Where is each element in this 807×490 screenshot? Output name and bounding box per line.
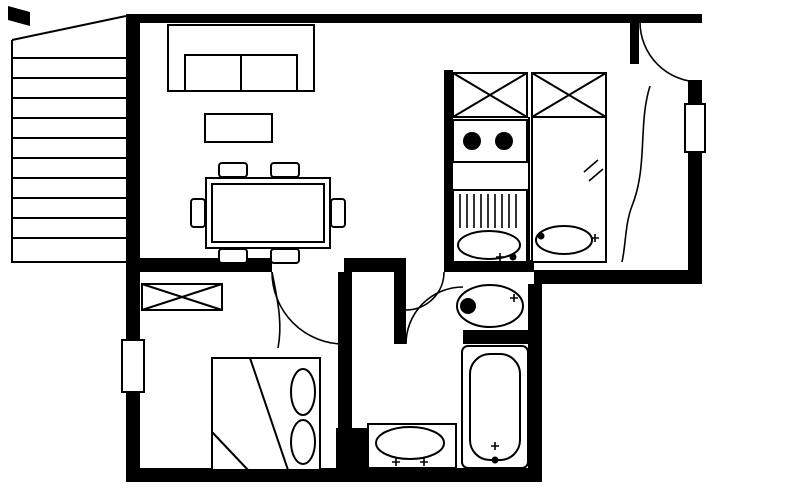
wall-left — [126, 14, 140, 482]
wall-entry-bottom — [534, 270, 702, 284]
kitchen-sink-unit — [452, 189, 528, 263]
kitchen — [452, 72, 651, 263]
staircase — [8, 6, 127, 263]
unit-basin — [535, 225, 593, 255]
drain-dot — [509, 253, 517, 261]
tap-mark — [491, 442, 499, 450]
bedroom-door-arc — [271, 271, 345, 345]
wall-bedroom-right — [338, 272, 352, 432]
wall-kitchen-left — [444, 70, 453, 264]
blanket-fold — [249, 357, 289, 471]
bedroom-door-leaf — [271, 271, 281, 349]
radiator — [141, 283, 223, 311]
living-room — [167, 24, 346, 264]
wall-wc-left — [394, 272, 406, 344]
drainer-hatching — [459, 194, 517, 228]
entrance-door-arc — [639, 21, 701, 83]
stove — [452, 119, 528, 163]
bathroom — [367, 345, 529, 469]
wall-mid-left — [126, 258, 272, 272]
stair-treads — [12, 57, 126, 239]
dining-table — [205, 177, 331, 249]
chair — [270, 248, 300, 264]
drain-dot — [537, 232, 545, 240]
wc — [456, 284, 524, 328]
chair — [218, 162, 248, 178]
basin-bowl — [375, 426, 445, 460]
wall-entry-stub — [630, 22, 639, 64]
kitchen-tall-unit — [531, 116, 607, 263]
tap-mark — [591, 234, 599, 242]
chair — [190, 198, 206, 228]
kitchen-cabinet-right — [531, 72, 607, 118]
flush-dot — [460, 298, 476, 314]
toilet — [456, 284, 524, 328]
pillow — [290, 368, 316, 416]
window-right-wall — [684, 103, 706, 153]
window-left-wall — [121, 339, 145, 393]
duct-block — [336, 428, 368, 482]
sofa — [167, 24, 315, 92]
wall-top — [126, 14, 702, 23]
bedroom — [141, 283, 321, 471]
bathroom-door-arc — [405, 286, 464, 345]
dining-table-inner — [211, 183, 325, 243]
doors — [271, 21, 701, 349]
bathtub — [461, 345, 529, 469]
tap-mark — [392, 458, 428, 466]
wall-mid-center — [344, 258, 406, 272]
burner — [495, 132, 513, 150]
bed — [211, 357, 321, 471]
corner-fold — [211, 431, 249, 471]
hall-door-arc — [405, 271, 445, 311]
kitchen-cabinet-left — [452, 72, 528, 118]
burner — [463, 132, 481, 150]
dining-set — [190, 162, 346, 264]
wall-bottom — [126, 468, 542, 482]
chair — [218, 248, 248, 264]
chair — [270, 162, 300, 178]
kitchen-partition-line — [621, 85, 651, 263]
tap-mark — [510, 294, 518, 302]
sink-bowl — [457, 230, 521, 260]
stair-entry-mark — [8, 6, 30, 26]
drain-dot — [491, 456, 499, 464]
coffee-table — [204, 113, 273, 143]
tap-mark — [496, 253, 504, 261]
wall-right-lower — [528, 284, 542, 482]
break-ticks — [583, 159, 604, 182]
chair — [330, 198, 346, 228]
pillow — [290, 419, 316, 465]
wall-wc-bottom — [463, 330, 542, 344]
washbasin — [367, 423, 457, 469]
staircase-outline — [11, 15, 127, 263]
